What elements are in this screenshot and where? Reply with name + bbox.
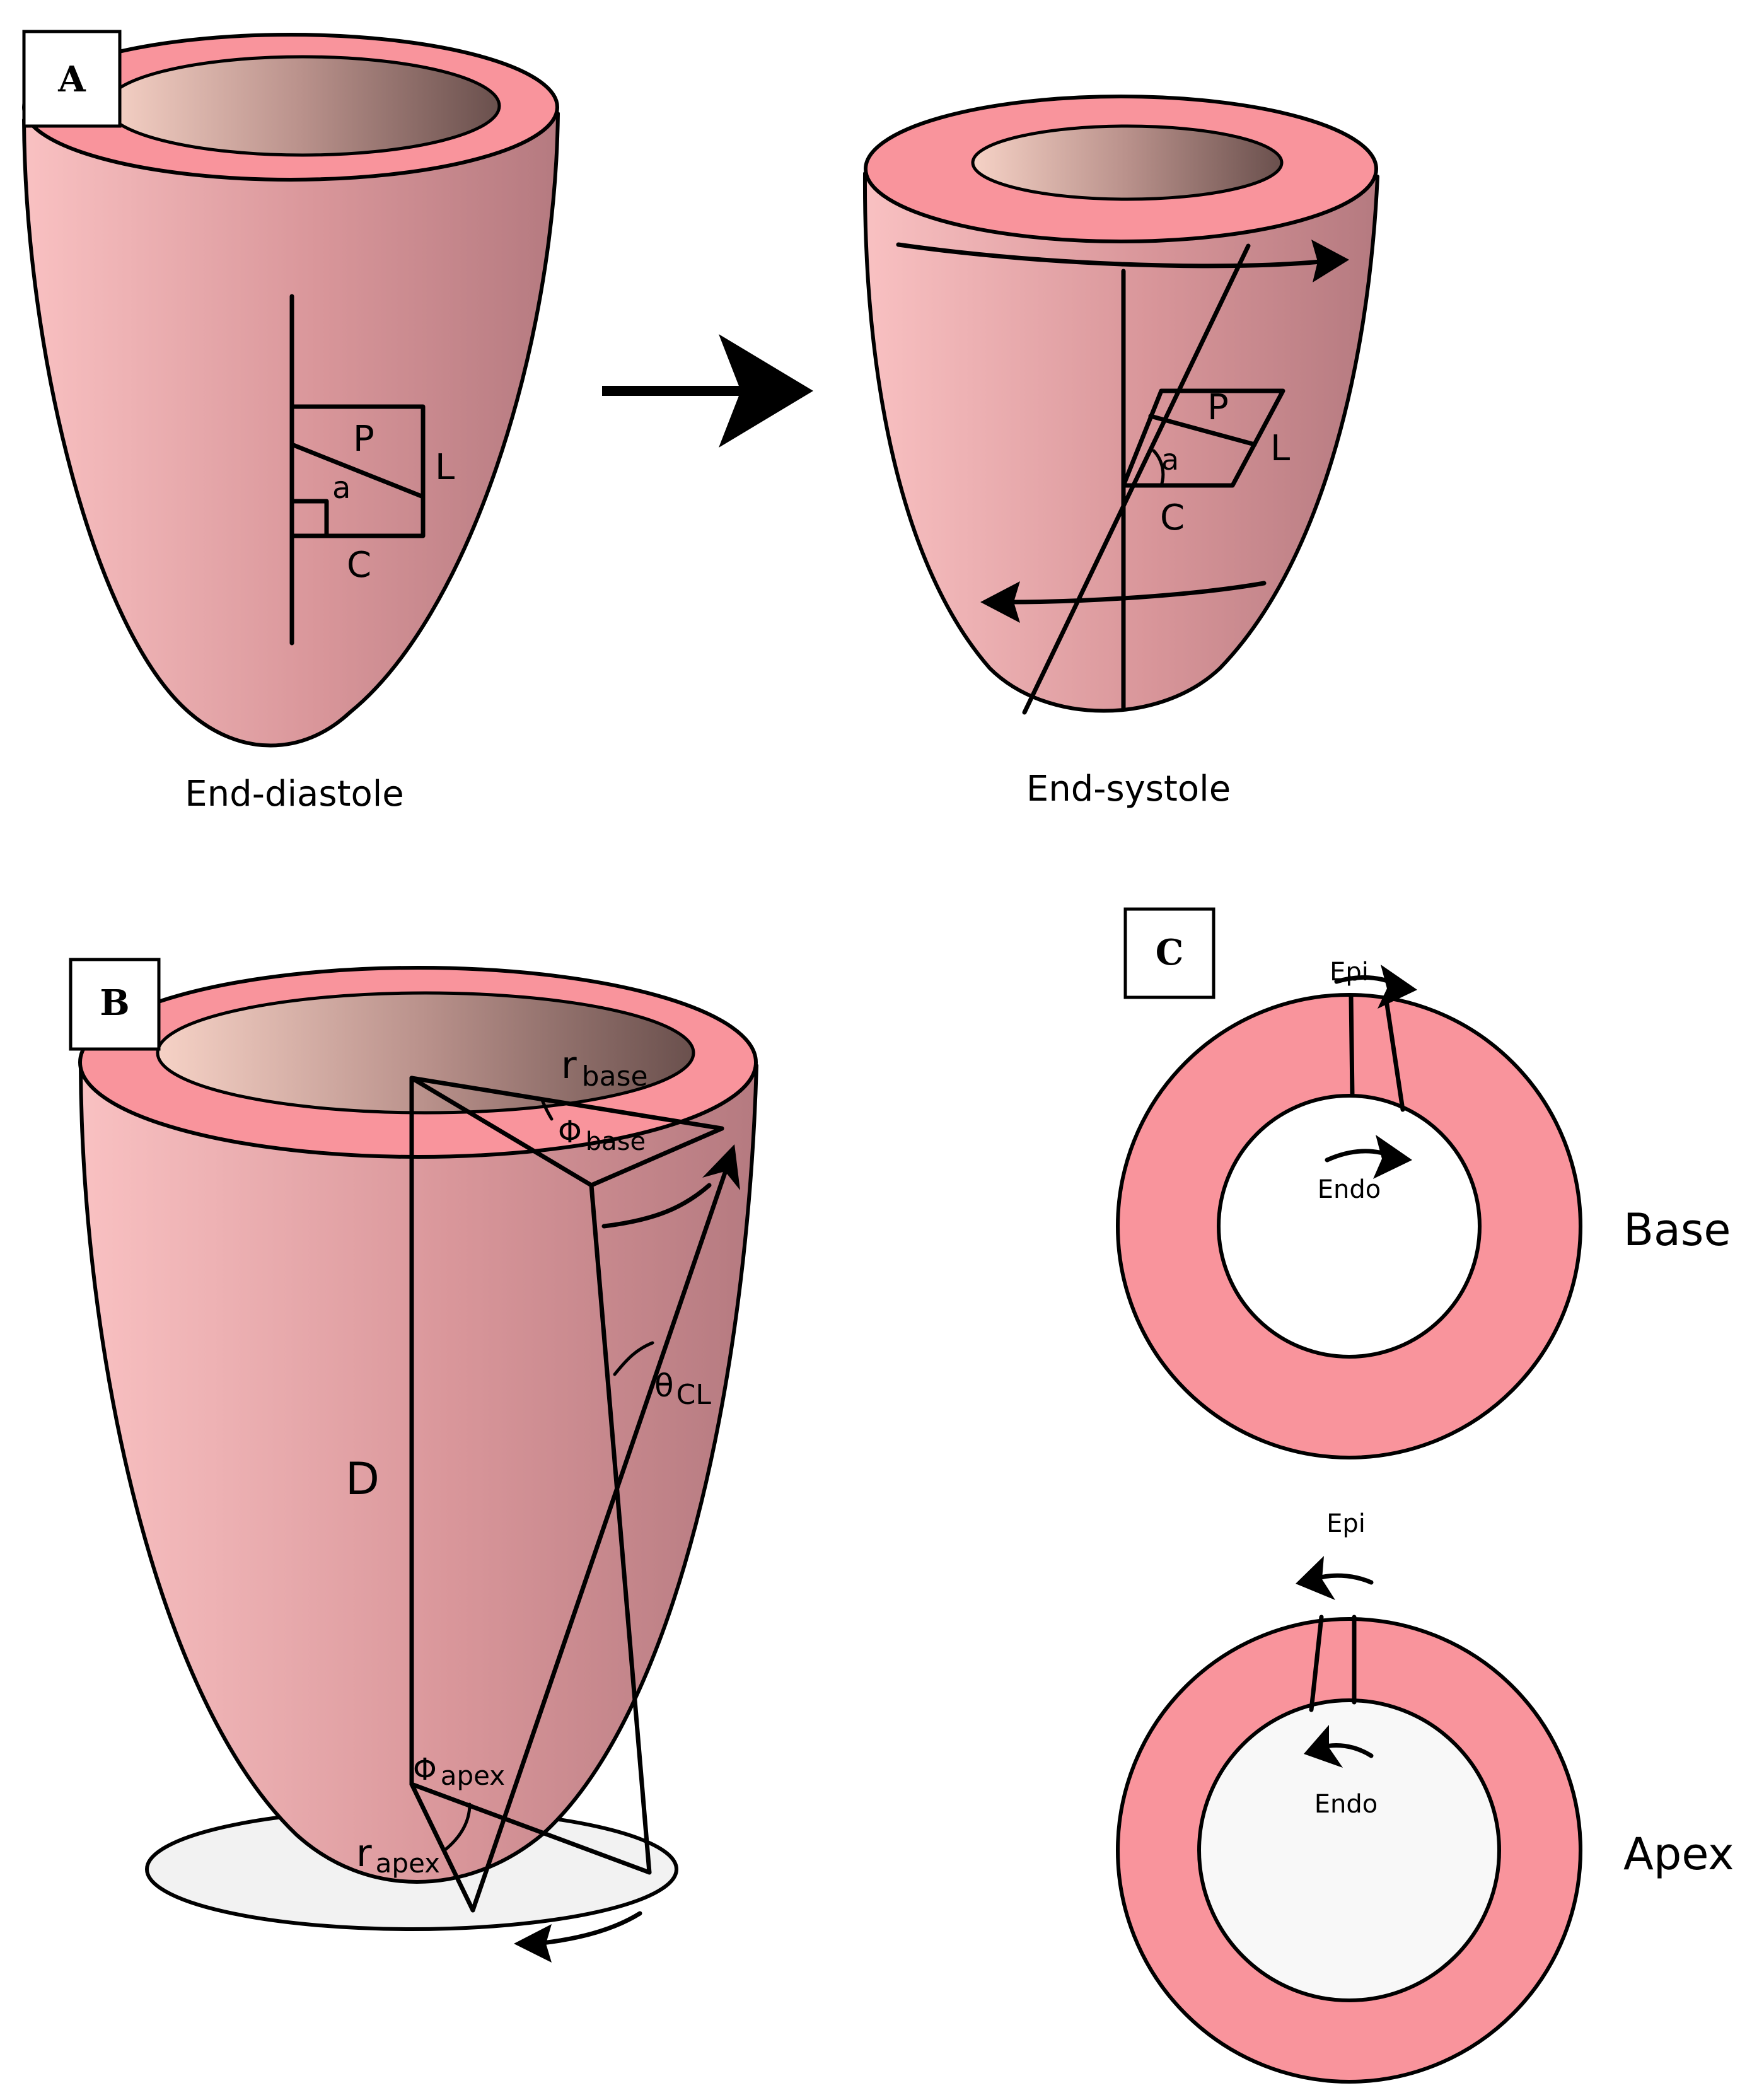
base-endo-label: Endo	[1318, 1175, 1381, 1204]
systole-base-twist-arrow	[896, 242, 1323, 269]
diastole-label-a: a	[332, 470, 351, 506]
badge-b	[69, 958, 161, 1051]
systole-label-a: a	[1161, 443, 1179, 477]
apex-ring	[1116, 1556, 1582, 2084]
base-epi-label: Epi	[1330, 958, 1369, 987]
apex-ring-inner	[1197, 1698, 1501, 2002]
phi-base-line	[409, 1076, 594, 1188]
end-diastole-caption: End-diastole	[185, 774, 403, 815]
systole-fiber-line	[1022, 243, 1251, 715]
base-label: Base	[1623, 1204, 1731, 1256]
base-chord	[589, 1126, 724, 1188]
apex-marker-line-1	[1309, 1615, 1324, 1712]
transition-arrow	[602, 334, 813, 448]
systole-fiber-diagonal	[1148, 414, 1257, 447]
apex-endo-label: Endo	[1314, 1790, 1378, 1819]
panel-b-outer-wall	[79, 1064, 758, 1884]
apex-rotation-arrow	[540, 1911, 642, 1946]
diastole-right-angle-marker	[289, 499, 329, 538]
theta-cl-symbol: θCL	[654, 1367, 711, 1411]
diastole-label-l: L	[435, 447, 455, 488]
base-ring	[1116, 965, 1582, 1459]
base-ring-inner	[1217, 1094, 1482, 1359]
diastole-fiber-line	[289, 442, 426, 499]
panel-b-heart	[78, 966, 758, 1884]
systole-label-p: P	[1207, 387, 1229, 428]
base-twist-arc	[601, 1183, 712, 1229]
systole-label-c: C	[1160, 497, 1185, 538]
theta-cl-arc	[613, 1341, 654, 1376]
systole-element-parallelogram	[1121, 388, 1285, 488]
panel-a-systole-grid	[896, 240, 1349, 715]
badge-c-label: C	[1156, 932, 1184, 973]
diastole-element-square	[289, 404, 426, 538]
badge-b-label: B	[100, 982, 129, 1024]
apex-epi-label: Epi	[1326, 1509, 1366, 1538]
panel-a-diastole-grid	[289, 294, 426, 646]
badge-a	[22, 30, 122, 128]
r-base-line	[409, 1076, 724, 1131]
helix-line	[470, 1170, 728, 1913]
phi-apex-line	[409, 1782, 652, 1875]
diastole-label-p: P	[353, 419, 374, 460]
base-marker-line-1	[1349, 994, 1355, 1098]
phi-base-arc	[540, 1098, 554, 1121]
panel-b-geometry	[409, 1076, 740, 1963]
panel-b-cavity	[156, 991, 695, 1115]
badge-a-label: A	[57, 59, 86, 100]
helix-arrowhead	[702, 1144, 740, 1190]
systole-label-l: L	[1270, 428, 1290, 469]
d-symbol: D	[345, 1453, 380, 1505]
diastole-cavity	[104, 55, 501, 157]
systole-angle-arc	[1152, 449, 1165, 487]
d-prime-line	[589, 1183, 652, 1875]
r-apex-line	[409, 1782, 475, 1913]
panel-a-systole-heart	[862, 95, 1379, 713]
apex-label: Apex	[1623, 1828, 1734, 1880]
systole-outer-wall	[862, 171, 1379, 713]
systole-cavity	[971, 124, 1284, 201]
badge-c	[1123, 907, 1215, 999]
systole-apex-twist-arrow	[1006, 581, 1267, 605]
diastole-label-c: C	[347, 545, 371, 586]
base-marker-line-2	[1383, 994, 1405, 1112]
end-systole-caption: End-systole	[1026, 769, 1231, 809]
r-apex-arc	[443, 1802, 472, 1852]
